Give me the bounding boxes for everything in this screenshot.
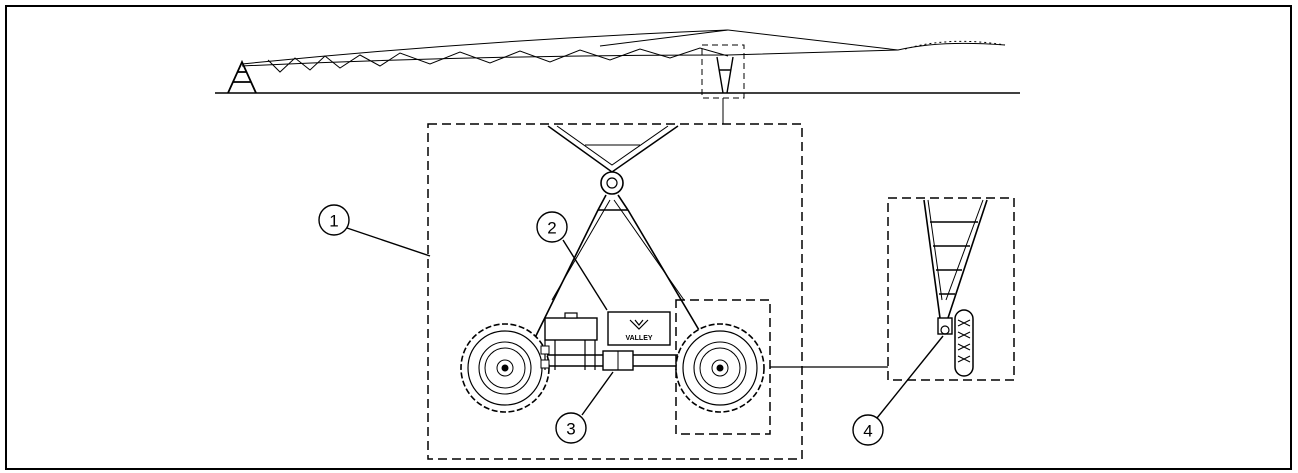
span-truss-web (267, 47, 729, 73)
overhang-chord (727, 29, 1006, 51)
callout-label: 2 (547, 219, 556, 238)
callout-leaders (346, 227, 944, 419)
leader-1 (346, 227, 431, 257)
detail-box-4 (887, 197, 1015, 381)
detail-box-1 (427, 123, 803, 460)
span-top-chord (241, 29, 729, 65)
callout-circle (536, 211, 568, 243)
drive-tower (716, 56, 734, 94)
tower-box (544, 317, 598, 341)
callout-label: 1 (329, 212, 338, 231)
pivot-overview (215, 29, 1020, 124)
leader-4 (876, 335, 944, 419)
leader-3 (581, 371, 614, 416)
logo-mark (629, 319, 649, 330)
callout-3: 3 (555, 412, 587, 444)
end-gun-spray (904, 40, 1006, 50)
callout-circle (555, 412, 587, 444)
logo-text: VALLEY (625, 335, 652, 342)
callout-circle (852, 414, 884, 446)
pipe-joint (600, 171, 624, 195)
right-tire (675, 323, 765, 413)
callout-label: 4 (863, 422, 872, 441)
figure-frame (5, 5, 1292, 470)
side-view-detail (887, 197, 1015, 381)
callout-2: 2 (536, 211, 568, 243)
drive-unit-detail: VALLEY (427, 123, 803, 460)
callout-label: 3 (566, 420, 575, 439)
side-tire (954, 309, 974, 377)
callout-4: 4 (852, 414, 884, 446)
callout-1: 1 (318, 204, 350, 236)
pivot-point-tower (227, 59, 257, 94)
leader-2 (562, 239, 608, 311)
callout-circle (318, 204, 350, 236)
left-tire (460, 323, 550, 413)
